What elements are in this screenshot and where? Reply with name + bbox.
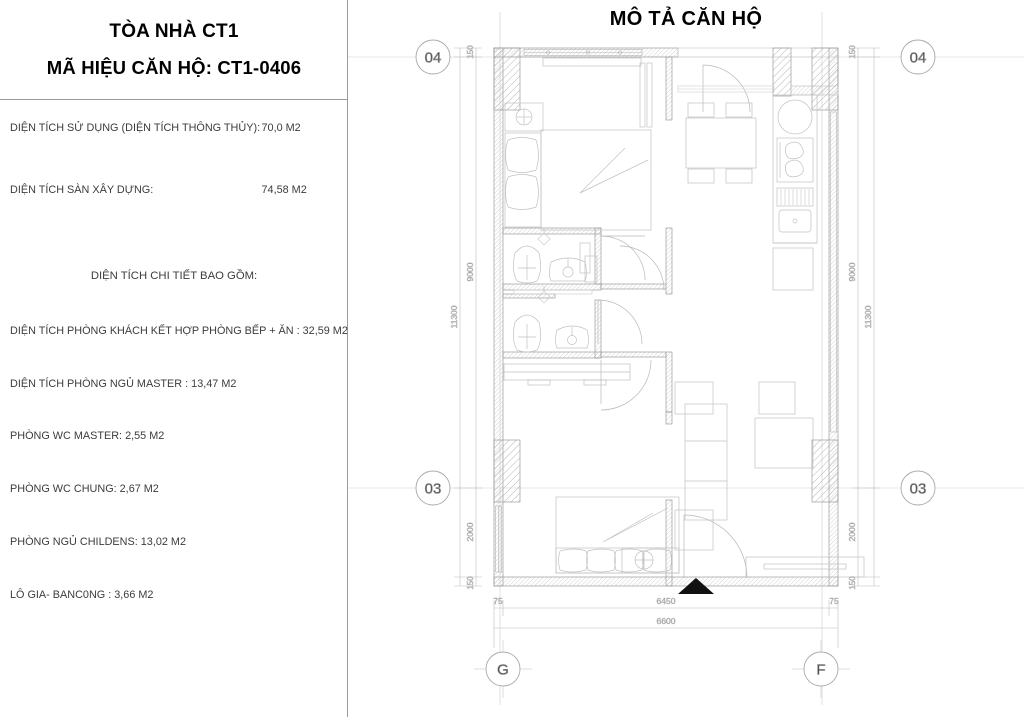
dining-furniture — [685, 102, 757, 184]
grid-bubble-bottom-right: F — [792, 640, 850, 698]
spec-row: LÔ GIA- BANC0NG : 3,66 M2 — [10, 589, 153, 601]
kitchen-fixtures — [772, 94, 818, 291]
dim-label: 150 — [466, 45, 475, 59]
dim-label: 75 — [493, 596, 503, 606]
specification-list: DIỆN TÍCH SỬ DỤNG (DIỆN TÍCH THÔNG THỦY)… — [0, 100, 348, 717]
spec-label: DIỆN TÍCH SỬ DỤNG (DIỆN TÍCH THÔNG THỦY)… — [10, 122, 261, 134]
structural-columns — [493, 47, 839, 503]
entry-direction-marker — [678, 578, 714, 594]
dim-label: 9000 — [847, 262, 857, 281]
windows — [495, 49, 837, 573]
children-bedroom-furniture — [555, 496, 680, 574]
grid-bubble-label: 04 — [425, 50, 442, 67]
spec-row: DIỆN TÍCH SÀN XÂY DỰNG: 74,58 M2 — [10, 184, 307, 196]
dim-label: 2000 — [847, 522, 857, 541]
grid-bubble-label: F — [816, 662, 825, 679]
master-bedroom-furniture — [504, 57, 652, 231]
spec-label: PHÒNG WC CHUNG: 2,67 M2 — [10, 483, 159, 495]
interior-partitions — [502, 56, 673, 587]
info-panel: TÒA NHÀ CT1 MÃ HIỆU CĂN HỘ: CT1-0406 DIỆ… — [0, 0, 348, 717]
grid-bubble-mid-right: 03 — [900, 470, 936, 506]
dimension-bottom: 75 6450 75 6600 — [493, 596, 839, 648]
dimension-right: 150 9000 2000 150 11300 — [847, 44, 880, 590]
grid-bubble-label: 03 — [910, 481, 927, 498]
grid-bubble-top-left: 04 — [415, 39, 451, 75]
grid-bubble-label: 03 — [425, 481, 442, 498]
dim-label: 2000 — [465, 522, 475, 541]
spec-row: DIỆN TÍCH PHÒNG KHÁCH KẾT HỢP PHÒNG BẾP … — [10, 325, 348, 337]
grid-bubble-bottom-left: G — [474, 640, 532, 698]
grid-bubble-top-right: 04 — [900, 39, 936, 75]
logia-detail — [677, 85, 775, 93]
grid-bubble-label: 04 — [910, 50, 927, 67]
spec-label: DIỆN TÍCH PHÒNG KHÁCH KẾT HỢP PHÒNG BẾP … — [10, 325, 348, 337]
floor-plan-drawing: 04 04 03 03 G — [348, 12, 1024, 705]
wc-master-fixtures — [513, 228, 598, 284]
spec-value: 74,58 M2 — [261, 184, 307, 196]
spec-row: PHÒNG WC CHUNG: 2,67 M2 — [10, 483, 159, 495]
spec-label: LÔ GIA- BANC0NG : 3,66 M2 — [10, 589, 154, 601]
doors — [597, 62, 751, 579]
spec-label: PHÒNG WC MASTER: 2,55 M2 — [10, 430, 165, 442]
dim-total-label: 11300 — [863, 305, 873, 328]
living-room-furniture — [674, 381, 865, 578]
dim-total-label: 11300 — [449, 305, 459, 328]
dim-total-label: 6600 — [657, 616, 676, 626]
spec-row: DIỆN TÍCH CHI TIẾT BAO GỒM: — [0, 270, 348, 282]
dim-label: 150 — [848, 576, 857, 590]
grid-bubble-label: G — [497, 662, 509, 679]
spec-row: PHÒNG WC MASTER: 2,55 M2 — [10, 430, 164, 442]
apartment-code-title: MÃ HIỆU CĂN HỘ: CT1-0406 — [46, 56, 302, 78]
hall-cabinet — [503, 363, 631, 386]
dim-label: 150 — [848, 45, 857, 59]
grid-axis-lines — [348, 12, 1024, 705]
dim-label: 75 — [829, 596, 839, 606]
dim-label: 150 — [466, 576, 475, 590]
dimension-left: 150 9000 2000 150 11300 — [449, 44, 482, 590]
spec-row: DIỆN TÍCH PHÒNG NGỦ MASTER : 13,47 M2 — [10, 378, 236, 390]
dim-label: 9000 — [465, 262, 475, 281]
wc-chung-fixtures — [513, 286, 589, 353]
spec-row: DIỆN TÍCH SỬ DỤNG (DIỆN TÍCH THÔNG THỦY)… — [10, 122, 301, 134]
plan-title: MÔ TẢ CĂN HỘ — [609, 8, 763, 30]
building-title: TÒA NHÀ CT1 — [109, 20, 239, 42]
spec-label: PHÒNG NGỦ CHILDENS: 13,02 M2 — [10, 536, 186, 548]
spec-label: DIỆN TÍCH SÀN XÂY DỰNG: — [10, 184, 154, 196]
floor-plan-panel: MÔ TẢ CĂN HỘ — [348, 0, 1024, 717]
spec-label: DIỆN TÍCH CHI TIẾT BAO GỒM: — [90, 270, 258, 282]
spec-value: 70,0 M2 — [261, 122, 301, 134]
title-block: TÒA NHÀ CT1 MÃ HIỆU CĂN HỘ: CT1-0406 — [0, 0, 348, 100]
spec-label: DIỆN TÍCH PHÒNG NGỦ MASTER : 13,47 M2 — [10, 378, 237, 390]
dim-label: 6450 — [657, 596, 676, 606]
grid-bubble-mid-left: 03 — [415, 470, 451, 506]
spec-row: PHÒNG NGỦ CHILDENS: 13,02 M2 — [10, 536, 186, 548]
